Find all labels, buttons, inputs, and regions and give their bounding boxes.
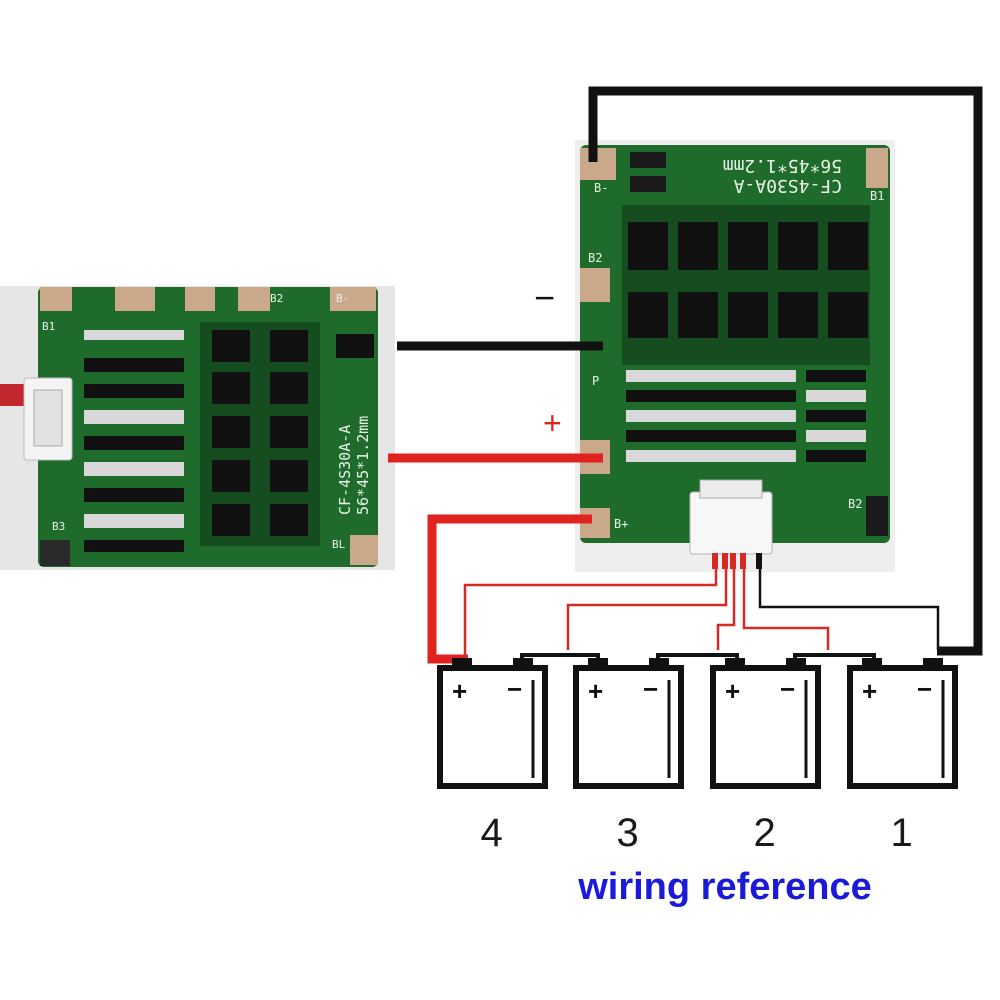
- cell-minus-mark: −: [507, 674, 522, 704]
- left-board-mosfets: [200, 322, 320, 546]
- cell-minus-mark: −: [780, 674, 795, 704]
- battery-cell: + − 2: [710, 658, 821, 855]
- left-board-silk-main: CF-4S30A-A: [336, 425, 354, 515]
- balance-wires: [463, 555, 940, 657]
- plus-label: +: [543, 405, 562, 441]
- left-board-components: [84, 330, 184, 552]
- cell-number: 1: [891, 811, 913, 855]
- right-board-pad-label: B1: [870, 189, 884, 203]
- cell-body: [573, 665, 684, 789]
- wire-main-negative: [588, 86, 983, 656]
- cell-plus-mark: +: [452, 676, 467, 706]
- cell-minus-mark: −: [917, 674, 932, 704]
- bms-board-right: CF-4S30A-A 56*45*1.2mm B- B2 B1 P B+ B2: [575, 140, 895, 572]
- battery-cell: + − 3: [573, 658, 684, 855]
- left-board-pad-label: B-: [336, 292, 349, 305]
- left-board-pad-label: BL: [332, 538, 346, 551]
- right-board-pad-label: B-: [594, 181, 608, 195]
- cell-number: 4: [481, 811, 503, 855]
- bms-board-left: CF-4S30A-A 56*45*1.2mm B1 B2 B3 B- BL: [0, 286, 395, 570]
- cell-number: 3: [617, 811, 639, 855]
- right-board-components: [626, 370, 866, 462]
- cell-body: [437, 665, 548, 789]
- right-board-silk-sub: 56*45*1.2mm: [723, 155, 842, 176]
- left-board-pad-label: B1: [42, 320, 55, 333]
- right-board-mosfets: [622, 205, 870, 365]
- cell-minus-mark: −: [643, 674, 658, 704]
- cell-plus-mark: +: [862, 676, 877, 706]
- right-board-pad-label: B2: [848, 497, 862, 511]
- right-board-pad-label: P: [592, 374, 599, 388]
- minus-label: −: [534, 277, 555, 318]
- cell-body: [710, 665, 821, 789]
- right-board-pad-label: B2: [588, 251, 602, 265]
- cell-body: [847, 665, 958, 789]
- left-board-pad-label: B3: [52, 520, 65, 533]
- battery-cell: + − 1: [847, 658, 958, 855]
- cell-number: 2: [754, 811, 776, 855]
- wiring-reference-caption: wiring reference: [578, 866, 872, 908]
- right-board-silk-main: CF-4S30A-A: [733, 175, 842, 196]
- battery-cell: + − 4: [437, 658, 548, 855]
- left-board-pad-label: B2: [270, 292, 283, 305]
- cell-plus-mark: +: [588, 676, 603, 706]
- battery-cells: + − 4 + − 3 + − 2 + − 1: [437, 658, 958, 855]
- wire-battery-positive: [427, 514, 592, 664]
- cell-plus-mark: +: [725, 676, 740, 706]
- left-board-silk-sub: 56*45*1.2mm: [354, 416, 372, 515]
- right-board-pad-label: B+: [614, 517, 628, 531]
